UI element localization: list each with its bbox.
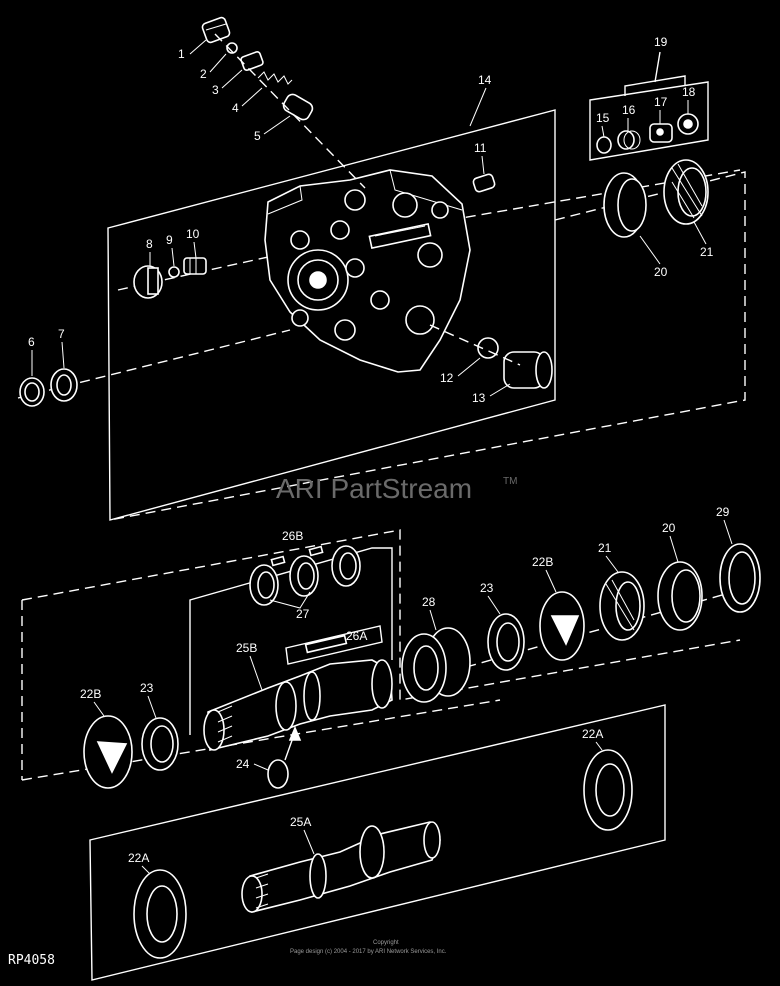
part-15-ring: [596, 136, 612, 154]
axis-left: [17, 329, 291, 399]
callout-26b: 26B: [282, 529, 303, 543]
part-20-cup-upper: [603, 172, 647, 238]
callout-15: 15: [596, 111, 610, 125]
callout-22b-right: 22B: [532, 555, 553, 569]
callout-16: 16: [622, 103, 636, 117]
lower-dash-enclosure: [21, 529, 741, 701]
callout-1: 1: [178, 47, 185, 61]
part-28-bushing: [401, 627, 471, 703]
part-22a-washer-left: [133, 869, 187, 959]
part-17-piston: [649, 123, 673, 143]
callout-21-upper: 21: [700, 245, 714, 259]
callout-10: 10: [186, 227, 200, 241]
part-6-ring: [19, 377, 45, 407]
part-24-ring: [267, 759, 289, 789]
callout-5: 5: [254, 129, 261, 143]
callout-27: 27: [296, 607, 310, 621]
part-16-spring: [617, 130, 641, 150]
part-27-ring-a-inner: [257, 571, 275, 599]
callout-2: 2: [200, 67, 207, 81]
callout-9: 9: [166, 233, 173, 247]
part-25b-arrowhead: [288, 725, 302, 741]
copyright-line2: Page design (c) 2004 - 2017 by ARI Netwo…: [290, 949, 447, 955]
part-11-plug: [472, 173, 496, 193]
callout-22a-right: 22A: [582, 727, 603, 741]
part-7-ring: [50, 368, 78, 402]
part-9-oring: [168, 266, 180, 278]
part-4-spring: [257, 71, 293, 85]
part-1-cap: [201, 16, 231, 44]
part-27-leaders: [269, 591, 311, 609]
part-26a-box: [285, 625, 383, 665]
part-26a-pin: [304, 634, 348, 654]
part-20-cup-lower: [657, 561, 703, 631]
callout-29: 29: [716, 505, 730, 519]
axis-plug: [214, 33, 366, 189]
watermark-text: ARI PartStream: [276, 473, 472, 504]
callout-23-right: 23: [480, 581, 494, 595]
group-27-outline: [189, 547, 393, 735]
callout-13: 13: [472, 391, 486, 405]
group-25a-outline: [89, 704, 666, 981]
part-22b-washer-right: [539, 591, 585, 661]
callout-25a: 25A: [290, 815, 311, 829]
callout-20-upper: 20: [654, 265, 668, 279]
part-21-bearing-lower: [599, 571, 645, 641]
callout-22a-left: 22A: [128, 851, 149, 865]
callout-4: 4: [232, 101, 239, 115]
part-23-ring-left: [141, 717, 179, 771]
callout-18: 18: [682, 85, 696, 99]
callout-11: 11: [474, 141, 487, 155]
axis-cap: [429, 324, 521, 366]
part-27-ring-c-inner: [339, 552, 357, 580]
part-2-ball: [226, 42, 238, 54]
figure-code: RP4058: [8, 953, 55, 968]
group-19-leader: [654, 51, 661, 83]
part-22b-washer-left: [83, 715, 133, 789]
bearing-group-dash: [109, 171, 746, 521]
callout-22b-left: 22B: [80, 687, 101, 701]
callout-6: 6: [28, 335, 35, 349]
callout-23-left: 23: [140, 681, 154, 695]
callout-8: 8: [146, 237, 153, 251]
callout-17: 17: [654, 95, 668, 109]
part-25a-shaft: [241, 821, 441, 914]
callout-labels: 1 2 3 4 5 6 7 8 9 10 11 12 13 14 15 16 1…: [28, 35, 733, 875]
pump-housing: [264, 169, 471, 373]
callout-19: 19: [654, 35, 668, 49]
part-13-cap: [503, 351, 553, 389]
watermark-tm: TM: [503, 476, 517, 487]
part-8-plug: [133, 265, 163, 299]
callout-3: 3: [212, 83, 219, 97]
part-18-plug: [677, 113, 699, 135]
callout-12: 12: [440, 371, 454, 385]
part-25b-shaft: [203, 659, 393, 752]
part-26b-pin-a: [270, 555, 286, 567]
callout-24: 24: [236, 757, 250, 771]
callout-28: 28: [422, 595, 436, 609]
callout-14: 14: [478, 73, 492, 87]
part-27-ring-b-inner: [297, 562, 315, 590]
group-14-outline: [107, 109, 556, 521]
part-3-seat: [240, 51, 264, 71]
callout-20-lower: 20: [662, 521, 676, 535]
part-22a-washer-right: [583, 749, 633, 831]
callout-7: 7: [58, 327, 65, 341]
group-19-outline: [589, 81, 709, 161]
copyright-line1: Copyright: [373, 940, 399, 946]
part-23-ring-right: [487, 613, 525, 671]
part-29-ring: [719, 543, 761, 613]
part-10-fitting: [183, 257, 207, 275]
callout-26a: 26A: [346, 629, 367, 643]
callout-21-lower: 21: [598, 541, 612, 555]
part-21-bearing-upper: [663, 159, 709, 225]
part-26b-pin-b: [308, 545, 324, 557]
callout-25b: 25B: [236, 641, 257, 655]
